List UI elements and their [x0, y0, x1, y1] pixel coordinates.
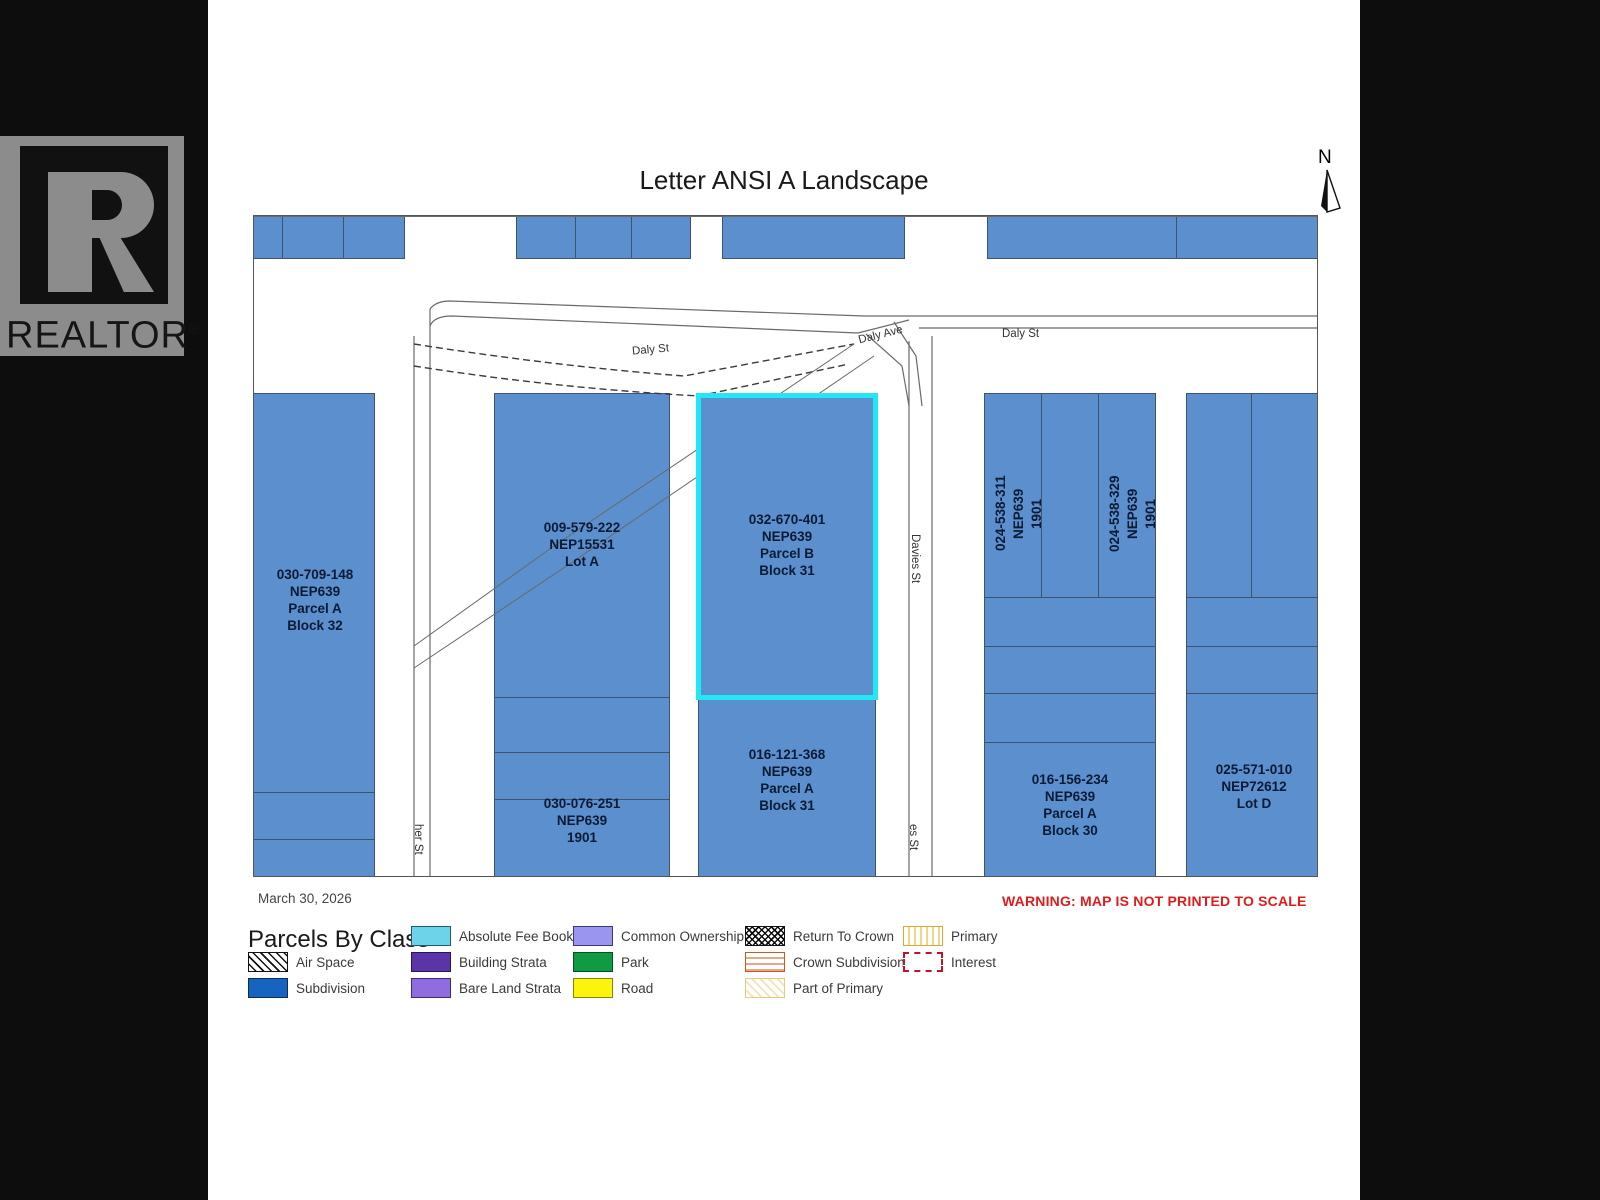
registered-trademark-icon: ®	[188, 321, 202, 338]
legend-item-primary: Primary	[903, 926, 998, 946]
parcel-block[interactable]	[494, 697, 670, 753]
legend-label: Interest	[951, 954, 997, 970]
legend-item-subdivision: Subdivision	[248, 978, 365, 998]
legend-item-interest: Interest	[903, 952, 996, 972]
legend-label: Primary	[951, 928, 998, 944]
road-swatch	[573, 978, 613, 998]
return-to-crown-swatch	[745, 926, 785, 946]
parcel-030-076-251[interactable]	[494, 799, 670, 876]
subdivision-swatch	[248, 978, 288, 998]
map-legend: Parcels By Class Air Space Subdivision A…	[248, 912, 1328, 1002]
scale-warning: WARNING: MAP IS NOT PRINTED TO SCALE	[1002, 893, 1307, 909]
interest-swatch	[903, 952, 943, 972]
legend-label: Part of Primary	[793, 980, 884, 996]
legend-label: Road	[621, 980, 654, 996]
parcel-030-709-148[interactable]	[254, 393, 375, 793]
parcel-block[interactable]	[254, 839, 375, 876]
legend-label: Park	[621, 954, 649, 970]
legend-item-absolute-fee-book: Absolute Fee Book	[411, 926, 573, 946]
realtor-r-stem	[48, 172, 92, 292]
parcel-block[interactable]	[254, 792, 375, 840]
street-label-es-st: es St	[907, 824, 919, 851]
north-arrow-icon	[1321, 169, 1341, 213]
part-of-primary-swatch	[745, 978, 785, 998]
map-date: March 30, 2026	[258, 891, 352, 906]
crown-subdivision-swatch	[745, 952, 785, 972]
parcel-block[interactable]	[1176, 216, 1317, 259]
street-label-fisher-st: her St	[412, 824, 424, 855]
legend-item-bare-land-strata: Bare Land Strata	[411, 978, 561, 998]
parcel-block[interactable]	[722, 216, 905, 259]
legend-item-road: Road	[573, 978, 653, 998]
street-label-davies-st: Davies St	[909, 534, 921, 584]
parcel-block[interactable]	[1186, 393, 1252, 598]
realtor-logo: REALTOR®	[0, 136, 201, 358]
legend-label: Air Space	[296, 954, 355, 970]
legend-title: Parcels By Class	[248, 926, 430, 953]
legend-item-return-to-crown: Return To Crown	[745, 926, 894, 946]
legend-label: Bare Land Strata	[459, 980, 562, 996]
parcel-032-670-401[interactable]	[696, 393, 878, 700]
parcel-block[interactable]	[575, 216, 632, 259]
parcel-block[interactable]	[282, 216, 344, 259]
air-space-swatch	[248, 952, 288, 972]
legend-label: Common Ownership	[621, 928, 745, 944]
parcel-016-121-368[interactable]	[698, 696, 876, 876]
legend-item-air-space: Air Space	[248, 952, 355, 972]
road-network	[413, 300, 1317, 876]
north-arrow: N	[1310, 147, 1358, 218]
realtor-r-bowl-counter	[92, 190, 122, 220]
parcel-024-538-311[interactable]	[984, 393, 1042, 598]
parcel-024-538-329[interactable]	[1098, 393, 1156, 598]
parcel-block[interactable]	[1041, 393, 1099, 598]
realtor-wordmark-text: REALTOR	[6, 314, 189, 357]
parcel-block[interactable]	[494, 752, 670, 800]
legend-item-common-ownership: Common Ownership	[573, 926, 744, 946]
legend-item-park: Park	[573, 952, 649, 972]
parcel-block[interactable]	[984, 597, 1156, 647]
north-arrow-label: N	[1318, 147, 1332, 168]
legend-item-part-of-primary: Part of Primary	[745, 978, 883, 998]
common-ownership-swatch	[573, 926, 613, 946]
bare-land-strata-swatch	[411, 978, 451, 998]
legend-label: Absolute Fee Book	[459, 928, 574, 944]
parcel-block[interactable]	[987, 216, 1177, 259]
legend-label: Crown Subdivision	[793, 954, 905, 970]
page-title: Letter ANSI A Landscape	[639, 165, 929, 195]
parcel-block[interactable]	[254, 216, 283, 259]
realtor-r-leg	[96, 230, 154, 292]
legend-label: Subdivision	[296, 980, 366, 996]
parcel-block[interactable]	[631, 216, 691, 259]
parcel-block[interactable]	[343, 216, 405, 259]
parcel-009-579-222[interactable]	[494, 393, 670, 698]
absolute-fee-book-swatch	[411, 926, 451, 946]
parcel-block[interactable]	[1251, 393, 1317, 598]
parcel-block[interactable]	[516, 216, 576, 259]
parcel-block[interactable]	[984, 693, 1156, 743]
cadastral-map[interactable]: Daly St Daly Ave Daly St Davies St her S…	[253, 215, 1318, 877]
building-strata-swatch	[411, 952, 451, 972]
parcel-025-571-010[interactable]	[1186, 693, 1317, 876]
block-boundary-line	[254, 216, 1317, 217]
legend-item-building-strata: Building Strata	[411, 952, 547, 972]
parcel-016-156-234[interactable]	[984, 742, 1156, 876]
legend-label: Building Strata	[459, 954, 547, 970]
legend-label: Return To Crown	[793, 928, 895, 944]
realtor-wordmark: REALTOR®	[0, 308, 201, 358]
realtor-logo-mark	[20, 146, 168, 304]
primary-swatch	[903, 926, 943, 946]
park-swatch	[573, 952, 613, 972]
street-label-daly-st-east: Daly St	[1002, 328, 1040, 340]
legend-item-crown-subdivision: Crown Subdivision	[745, 952, 905, 972]
